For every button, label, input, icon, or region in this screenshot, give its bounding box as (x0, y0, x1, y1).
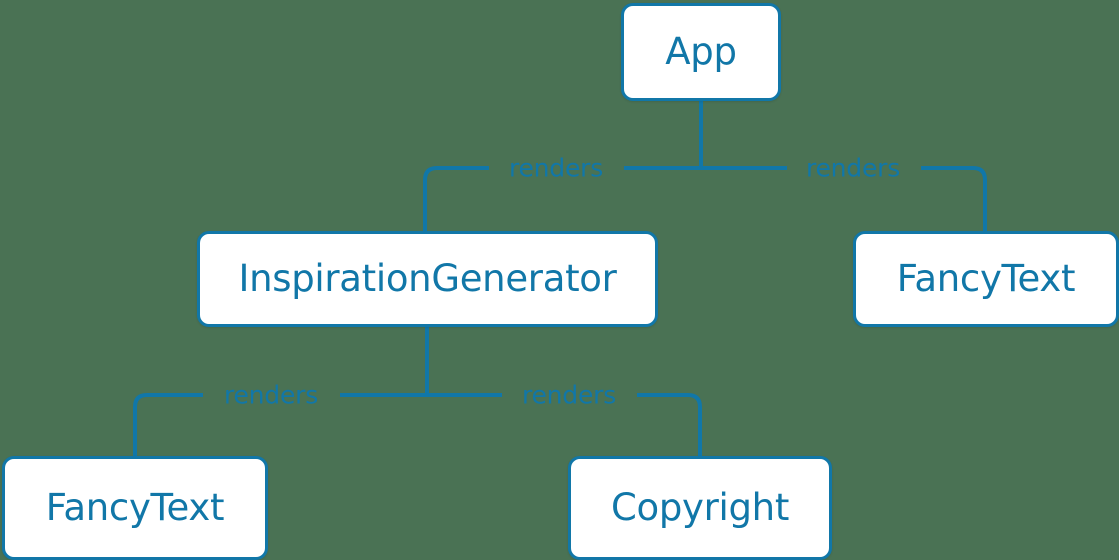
edge-label-inspiration-to-copyright: renders (521, 380, 617, 410)
node-fancytext-right-label: FancyText (896, 256, 1076, 300)
edge-inspiration-to-copyright (427, 392, 702, 456)
edge-label-app-to-fancytext-right: renders (805, 153, 901, 183)
node-fancytext-right[interactable]: FancyText (853, 231, 1119, 327)
node-fancytext-bottom[interactable]: FancyText (2, 456, 268, 560)
node-copyright-label: Copyright (610, 485, 790, 529)
edge-inspiration-to-fancytext-bottom (133, 392, 427, 456)
edge-label-inspiration-to-fancytext-bottom: renders (223, 380, 319, 410)
node-app[interactable]: App (621, 3, 781, 101)
edge-label-app-to-inspiration: renders (508, 153, 604, 183)
edge-app-to-inspiration (423, 166, 701, 231)
node-app-label: App (665, 29, 737, 73)
edge-app-to-fancytext-right (701, 166, 987, 231)
node-fancytext-bottom-label: FancyText (45, 485, 225, 529)
node-inspiration-generator[interactable]: InspirationGenerator (197, 231, 658, 327)
node-copyright[interactable]: Copyright (568, 456, 832, 560)
node-inspiration-generator-label: InspirationGenerator (238, 256, 617, 300)
